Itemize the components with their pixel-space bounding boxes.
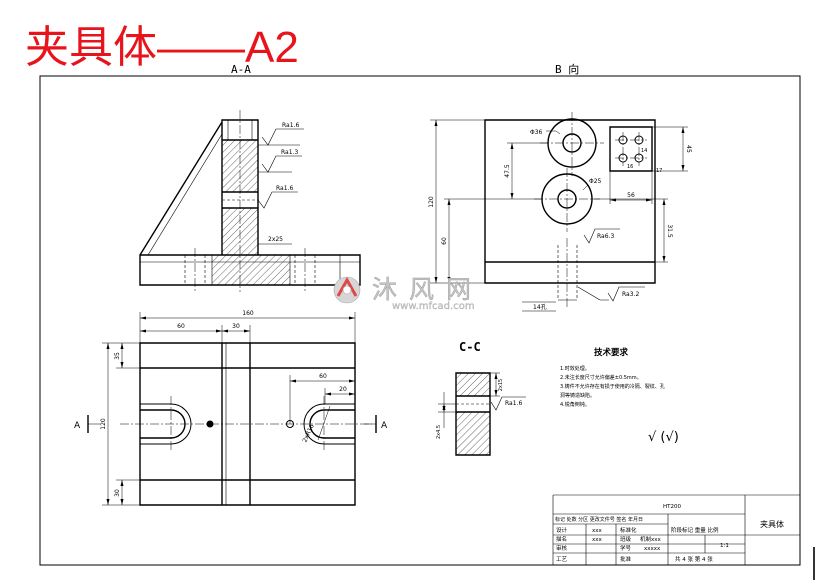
drawing-title: 夹具体——A2: [25, 23, 299, 72]
section-mark-right: A: [381, 421, 388, 431]
tb-part-name: 夹具体: [760, 519, 784, 529]
b-slot-note-lines: [522, 301, 556, 312]
section-mark-left: A: [74, 421, 81, 431]
tb-craft-label: 工艺: [556, 556, 568, 563]
tb-id-value: xxxxx: [644, 546, 661, 552]
aa-base-dimension: 2x25: [268, 236, 283, 243]
tb-header: 标记 处数 分区 更改文件号 签名 年月日: [555, 516, 643, 523]
general-roughness-note: √ (√): [648, 430, 679, 445]
aa-roughness-symbol-icon: [257, 128, 304, 209]
top-dim-height: 120: [100, 418, 107, 430]
drawing-frame: [39, 75, 801, 566]
tb-stage-header: 阶段标记 重量 比例: [671, 526, 719, 534]
tb-design-label: 设计: [556, 526, 568, 534]
cc-dim-right: 2x15: [498, 379, 504, 392]
b-dim-plate-c: 17: [656, 168, 662, 174]
top-dim-right-small: 20: [339, 386, 347, 393]
cc-hatched-section: [456, 373, 490, 455]
tb-material: HT200: [663, 504, 681, 510]
top-dim-mid: 30: [232, 323, 240, 330]
watermark-url: www.mfcad.com: [392, 301, 475, 312]
cc-outline: [455, 372, 491, 456]
top-dim-right-span: 60: [319, 373, 327, 380]
tb-std-label: 标准化: [620, 526, 637, 534]
cc-dim-left: 2x4.5: [436, 425, 442, 439]
aa-hatched-section: [212, 140, 290, 285]
b-slot-hidden-lines: [557, 245, 578, 300]
b-dim-height: 120: [428, 196, 435, 208]
b-dim-lower: 60: [441, 237, 448, 245]
view-b: 120 60 47.5 31.5 45 56 14 16 17 Φ36 Φ25 …: [428, 112, 692, 312]
aa-extension-lines: [258, 144, 300, 245]
tb-check-label: 审核: [556, 544, 568, 552]
tb-draw-label: 描名: [556, 535, 567, 543]
b-dim-right: 31.5: [666, 224, 673, 238]
section-a-a-view: Ra1.6 Ra1.3 Ra1.6 2x25: [139, 110, 361, 292]
top-view: A A 160 60 30 120 35 30 60 20 2xR16: [74, 310, 388, 506]
b-view-outline: [484, 119, 656, 284]
b-dim-plate-b: 16: [627, 164, 633, 170]
top-view-center-lines: [120, 396, 372, 452]
tech-line: 4.锐角倒钝。: [560, 401, 590, 408]
b-hole-bottom-diameter: Φ25: [589, 178, 602, 185]
b-roughness-slot: Ra3.2: [622, 291, 639, 298]
aa-center-lines: [194, 110, 306, 292]
view-label-a-a: A-A: [231, 63, 251, 76]
top-dim-left: 60: [177, 323, 185, 330]
tb-sheets: 共 4 张 第 4 张: [675, 555, 713, 563]
b-dim-plate-a: 14: [641, 148, 647, 154]
title-block: HT200 标记 处数 分区 更改文件号 签名 年月日 设计 xxx 标准化 阶…: [552, 494, 800, 565]
top-dim-bottom-band: 30: [114, 489, 121, 497]
view-label-b: B 向: [555, 62, 579, 76]
aa-roughness-low: Ra1.6: [276, 185, 293, 192]
section-c-c-view: 2x15 2x4.5 Ra1.6: [436, 372, 526, 456]
tech-line: 3.铸件不允许存在有损于使用的冷隔、裂纹、孔: [560, 383, 665, 390]
b-roughness-symbol-icon: [577, 228, 645, 302]
title-block-grid: [552, 494, 800, 565]
aa-detail-lines: [140, 120, 360, 285]
top-dim-width: 160: [242, 310, 254, 317]
tb-draw-name: xxx: [592, 537, 603, 543]
aa-hidden-holes: [184, 199, 316, 285]
tb-class-value: 机制xxx: [640, 535, 662, 543]
view-label-c-c: C-C: [459, 340, 481, 354]
b-hole-top-diameter: Φ36: [530, 129, 543, 136]
cc-roughness: Ra1.6: [505, 400, 522, 407]
b-slot-note: 14孔: [533, 303, 547, 311]
b-roughness-face: Ra6.3: [597, 233, 614, 240]
technical-requirements: 技术要求 1.时效处理。 2.未注长度尺寸允许偏差±0.5mm。 3.铸件不允许…: [560, 347, 665, 408]
cc-roughness-symbol-icon: [490, 396, 526, 411]
tb-design-name: xxx: [592, 528, 603, 534]
tech-line: 2.未注长度尺寸允许偏差±0.5mm。: [560, 374, 642, 381]
b-dim-center-distance: 47.5: [504, 164, 511, 178]
tb-class-label: 班级: [620, 535, 632, 543]
b-dim-plate-width: 56: [627, 192, 635, 199]
aa-roughness-mid: Ra1.3: [281, 149, 298, 156]
b-dim-plate-height: 45: [685, 145, 692, 153]
tech-line: 1.时效处理。: [560, 365, 590, 372]
watermark-logo-icon: [333, 276, 361, 304]
tb-id-label: 学号: [620, 544, 632, 552]
tech-line: 洞等铸造缺陷。: [560, 392, 595, 399]
tb-approve-label: 批准: [620, 555, 632, 563]
watermark-name: 沐风网: [372, 275, 483, 304]
b-center-lines: [534, 112, 647, 308]
watermark: 沐风网 www.mfcad.com: [333, 275, 483, 312]
tb-scale: 1:1: [720, 543, 729, 549]
tech-heading: 技术要求: [594, 347, 629, 358]
top-dim-top-band: 35: [114, 352, 121, 360]
aa-roughness-top: Ra1.6: [282, 122, 299, 129]
